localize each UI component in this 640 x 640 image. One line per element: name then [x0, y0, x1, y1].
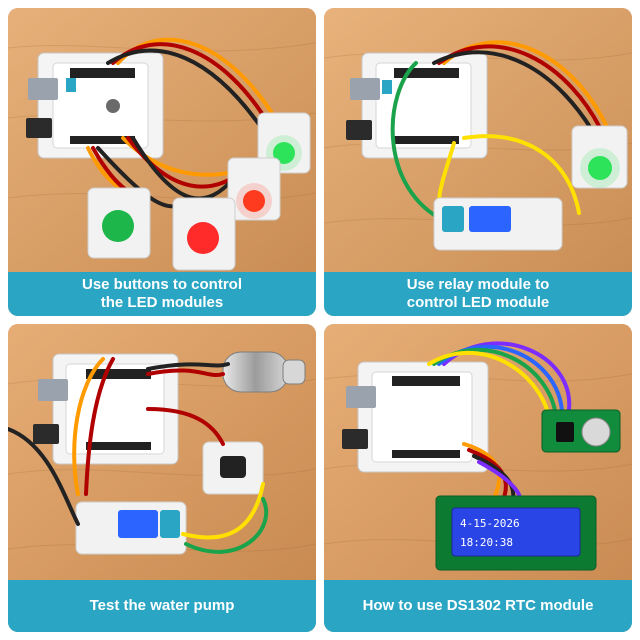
caption: How to use DS1302 RTC module: [324, 580, 632, 632]
panel-relay-led: Use relay module to control LED module: [324, 8, 632, 316]
usb-port: [38, 379, 68, 401]
jumper-wires: [86, 37, 280, 209]
usb-port: [28, 78, 58, 100]
relay-module: [433, 197, 563, 251]
caption: Test the water pump: [8, 580, 316, 632]
caption-line-1: How to use DS1302 RTC module: [362, 597, 594, 614]
lcd-module: 4-15-2026 18:20:38: [435, 495, 597, 571]
button-module-red: [172, 197, 236, 271]
panel-water-pump: Test the water pump: [8, 324, 316, 632]
usb-port: [346, 386, 376, 408]
panel-photo: [8, 324, 316, 588]
caption-line-1: Use buttons to control: [82, 276, 242, 293]
power-jack: [26, 118, 52, 138]
power-module: [202, 441, 264, 495]
button-module-green: [87, 187, 151, 259]
panel-photo: [324, 8, 632, 272]
panel-photo: [8, 8, 316, 272]
arduino-board: [342, 361, 489, 473]
lcd-line-2: 18:20:38: [460, 536, 513, 549]
panel-rtc: 4-15-2026 18:20:38 How to use DS1302 RTC…: [324, 324, 632, 632]
caption-line-2: control LED module: [406, 294, 550, 311]
power-jack: [342, 429, 368, 449]
led-module-green: [571, 125, 628, 189]
caption-line-2: the LED modules: [100, 294, 224, 311]
power-jack: [33, 424, 59, 444]
caption-line-1: Test the water pump: [89, 597, 235, 614]
arduino-board: [26, 52, 164, 159]
caption: Use relay module to control LED module: [324, 272, 632, 316]
lcd-line-1: 4-15-2026: [460, 517, 520, 530]
led-module-red: [227, 157, 281, 221]
usb-port: [350, 78, 380, 100]
panel-photo: 4-15-2026 18:20:38: [324, 324, 632, 588]
rtc-module: [541, 409, 621, 453]
jumper-wires: [8, 357, 269, 554]
panel-buttons-led: Use buttons to control the LED modules: [8, 8, 316, 316]
caption-line-1: Use relay module to: [406, 276, 550, 293]
caption: Use buttons to control the LED modules: [8, 272, 316, 316]
power-jack: [346, 120, 372, 140]
arduino-board: [346, 52, 488, 159]
relay-module: [75, 501, 187, 555]
water-pump-motor: [222, 351, 306, 393]
